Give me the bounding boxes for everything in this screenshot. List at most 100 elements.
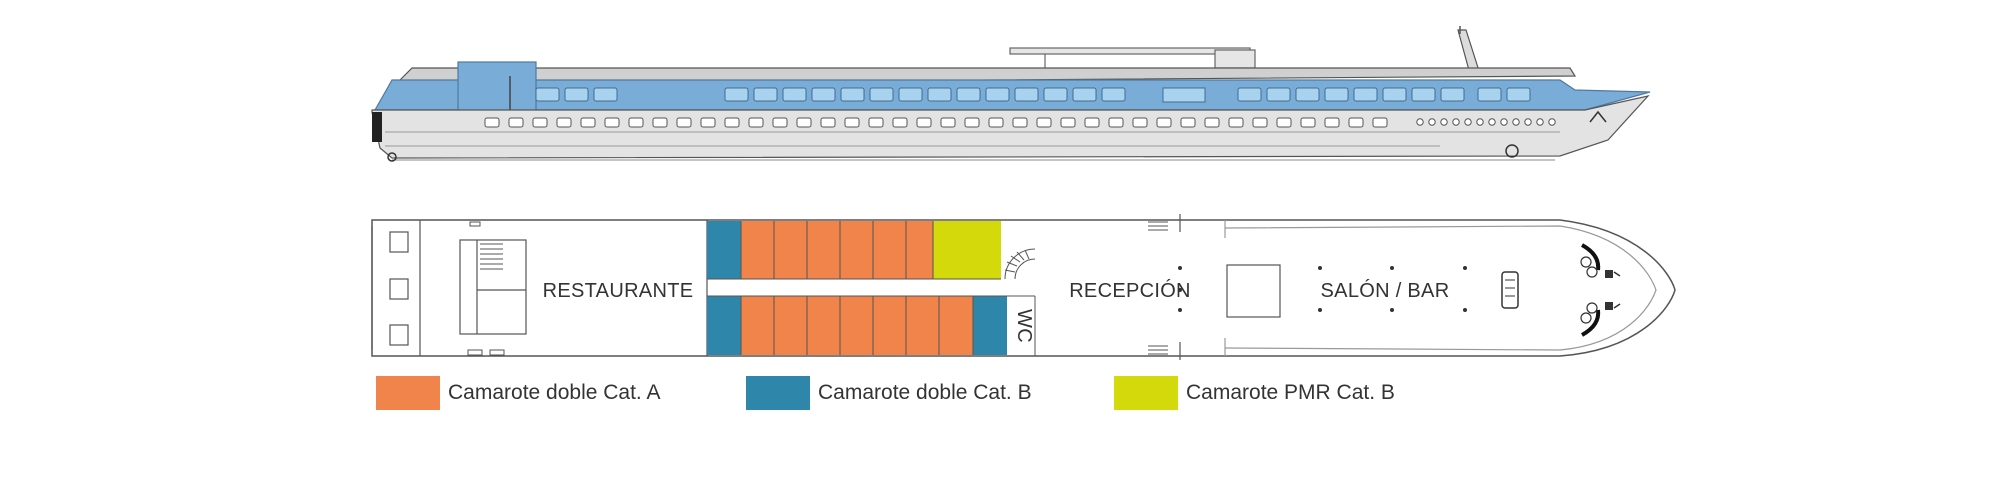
legend-item-cat-b: Camarote doble Cat. B bbox=[746, 376, 1032, 410]
stern-cabin-box bbox=[389, 324, 409, 346]
bow-seating bbox=[1580, 243, 1621, 337]
cabin-cat-a bbox=[774, 296, 807, 355]
upper-window bbox=[956, 87, 981, 102]
stern-cabin-box bbox=[389, 231, 409, 253]
upper-window bbox=[927, 87, 952, 102]
hull-window bbox=[556, 117, 572, 128]
hull-window bbox=[916, 117, 932, 128]
galley-block bbox=[459, 239, 527, 335]
upper-window bbox=[1440, 87, 1465, 102]
hull-window bbox=[628, 117, 644, 128]
hull-window bbox=[1132, 117, 1148, 128]
porthole bbox=[1440, 118, 1448, 126]
porthole bbox=[1548, 118, 1556, 126]
hull-window bbox=[1252, 117, 1268, 128]
hull-window bbox=[1036, 117, 1052, 128]
lower-windows bbox=[484, 117, 1556, 128]
legend-swatch-cat-a bbox=[376, 376, 440, 410]
porthole bbox=[1416, 118, 1424, 126]
ship-side-profile bbox=[371, 26, 1651, 162]
wheelhouse bbox=[1214, 49, 1256, 69]
anchor-mark bbox=[1505, 144, 1519, 158]
bar-counter bbox=[1501, 271, 1519, 309]
cabin-cat-a bbox=[840, 296, 873, 355]
hull-window bbox=[484, 117, 500, 128]
upper-window bbox=[782, 87, 807, 102]
aft-staircase bbox=[480, 243, 503, 270]
legend-swatch-cat-b bbox=[746, 376, 810, 410]
stern-cabin-box bbox=[389, 278, 409, 300]
cabin-cat-b bbox=[973, 296, 1007, 355]
legend-label-cat-b: Camarote doble Cat. B bbox=[818, 381, 1032, 404]
legend-swatch-pmr bbox=[1114, 376, 1178, 410]
upper-window bbox=[1014, 87, 1039, 102]
upper-window bbox=[985, 87, 1010, 102]
cabin-cat-a bbox=[741, 296, 774, 355]
hull-window bbox=[1324, 117, 1340, 128]
cabin-cat-a bbox=[840, 221, 873, 279]
hull-window bbox=[940, 117, 956, 128]
upper-window bbox=[564, 87, 589, 102]
spiral-staircase bbox=[1004, 248, 1036, 280]
hull-window bbox=[1204, 117, 1220, 128]
upper-window bbox=[1237, 87, 1262, 102]
cabin-cat-a bbox=[873, 221, 906, 279]
restaurant-label: RESTAURANTE bbox=[543, 280, 694, 302]
hull-window bbox=[1300, 117, 1316, 128]
legend-item-cat-a: Camarote doble Cat. A bbox=[376, 376, 660, 410]
hull-window bbox=[1012, 117, 1028, 128]
reception-label: RECEPCIÓN bbox=[1069, 279, 1191, 302]
upper-window bbox=[1266, 87, 1291, 102]
porthole bbox=[1452, 118, 1460, 126]
upper-window bbox=[753, 87, 778, 102]
hull-window bbox=[676, 117, 692, 128]
lounge-label: SALÓN / BAR bbox=[1321, 279, 1450, 302]
panorama-window bbox=[1162, 87, 1206, 103]
hull-window bbox=[796, 117, 812, 128]
cabin-cat-a bbox=[807, 296, 840, 355]
upper-window bbox=[1506, 87, 1531, 102]
hull-window bbox=[700, 117, 716, 128]
forward-lounge-front bbox=[457, 61, 537, 113]
hull-window bbox=[724, 117, 740, 128]
upper-window bbox=[840, 87, 865, 102]
hull-window bbox=[1108, 117, 1124, 128]
legend-label-pmr: Camarote PMR Cat. B bbox=[1186, 381, 1395, 404]
hull-window bbox=[1156, 117, 1172, 128]
cabin-pmr-cat-b bbox=[933, 221, 1001, 279]
hull-window bbox=[1372, 117, 1388, 128]
upper-window bbox=[1411, 87, 1436, 102]
hull-window bbox=[772, 117, 788, 128]
porthole bbox=[1524, 118, 1532, 126]
upper-window bbox=[1101, 87, 1126, 102]
cabin-cat-a bbox=[939, 296, 973, 355]
cabin-cat-a bbox=[873, 296, 906, 355]
reception-stairs bbox=[1148, 221, 1168, 355]
hull-window bbox=[892, 117, 908, 128]
hull-window bbox=[1276, 117, 1292, 128]
upper-window bbox=[811, 87, 836, 102]
hull-window bbox=[1348, 117, 1364, 128]
porthole bbox=[1512, 118, 1520, 126]
legend-item-pmr: Camarote PMR Cat. B bbox=[1114, 376, 1395, 410]
upper-window bbox=[1382, 87, 1407, 102]
cabin-cat-a bbox=[741, 221, 774, 279]
upper-windows bbox=[535, 87, 1531, 103]
stern bbox=[372, 112, 382, 142]
upper-window bbox=[724, 87, 749, 102]
upper-window bbox=[1324, 87, 1349, 102]
cabin-cat-a bbox=[906, 221, 933, 279]
hull-window bbox=[868, 117, 884, 128]
upper-window bbox=[1477, 87, 1502, 102]
hull-window bbox=[820, 117, 836, 128]
hull-window bbox=[1180, 117, 1196, 128]
deck-hull-outline bbox=[371, 219, 1676, 357]
porthole bbox=[1476, 118, 1484, 126]
porthole bbox=[1536, 118, 1544, 126]
upper-window bbox=[898, 87, 923, 102]
lounge-square bbox=[1226, 264, 1281, 318]
bow-mark bbox=[1589, 110, 1607, 123]
hull-window bbox=[988, 117, 1004, 128]
cabin-cat-b bbox=[707, 221, 741, 279]
